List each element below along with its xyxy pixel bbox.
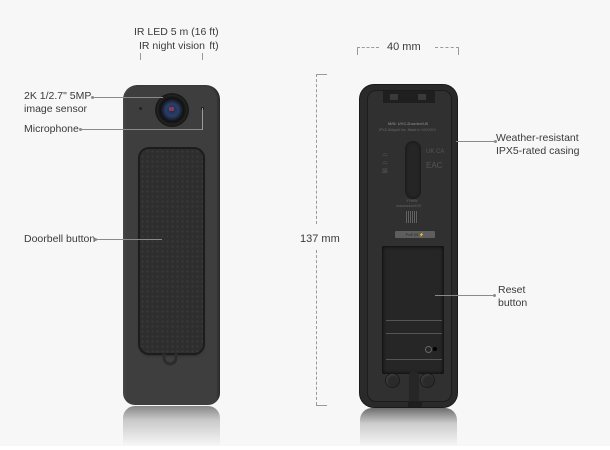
callout-reset-line xyxy=(435,295,495,296)
ir-bracket-left xyxy=(140,52,141,60)
callout-mic-line xyxy=(81,129,203,130)
height-dim-top-dash xyxy=(316,74,317,224)
callout-ir-led-title: IR LED 5 m (16 ft) xyxy=(134,26,219,39)
callout-sensor-line1: 2K 1/2.7" 5MP xyxy=(24,90,92,102)
compliance-subtext: IPX5 Ubiquiti Inc. Made in XXXXXX xyxy=(379,128,436,132)
callout-mic-text: Microphone xyxy=(24,123,79,135)
front-device xyxy=(123,85,220,405)
width-dim-left-dash xyxy=(357,47,379,48)
callout-ir-subtitle-text: IR night vision xyxy=(139,40,205,52)
callout-sensor-dot xyxy=(91,96,94,99)
width-dim-right-dash xyxy=(435,47,459,48)
callout-mic-dot xyxy=(79,128,82,131)
callout-sensor-line2: image sensor xyxy=(24,103,88,115)
callout-casing-dot xyxy=(494,140,497,143)
callout-weather-resistant: Weather-resistant IPX5-rated casing xyxy=(496,132,579,158)
serial-number-text: xxxxxxxxxxXXX xyxy=(396,204,422,208)
height-dimension-text: 137 mm xyxy=(300,233,340,245)
height-dim-top-tick xyxy=(316,74,327,75)
eac-mark: EAC xyxy=(426,161,443,170)
callout-sensor-line xyxy=(93,97,163,98)
callout-button-line xyxy=(96,239,162,240)
reset-button-hole[interactable] xyxy=(433,347,437,351)
back-device-reflection xyxy=(360,408,457,446)
width-dim-left-tick xyxy=(357,47,358,55)
callout-reset-dot xyxy=(493,294,496,297)
wiring-cavity xyxy=(382,246,444,374)
callout-ir-title-text: IR LED 5 m (16 ft) xyxy=(134,26,219,38)
width-dimension-label: 40 mm xyxy=(387,41,421,54)
callout-casing-line2: IPX5-rated casing xyxy=(496,145,580,157)
callout-doorbell-button: Doorbell button xyxy=(24,233,95,246)
callout-reset-line2: button xyxy=(498,297,528,309)
ukca-mark: UK CA xyxy=(426,149,445,155)
callout-mic-vertical xyxy=(202,108,203,130)
callout-image-sensor: 2K 1/2.7" 5MP image sensor xyxy=(24,90,91,116)
back-center-slot xyxy=(405,141,421,199)
model-number-text: M/N: UVC-Doorbell-B xyxy=(388,121,428,126)
doorbell-button-pad xyxy=(140,149,203,353)
ir-sensor-hole-icon xyxy=(139,107,142,110)
mount-clip-left xyxy=(390,94,398,100)
reset-symbol-icon xyxy=(425,346,432,353)
poe-in-label: PoE IN ⚡ xyxy=(395,231,435,238)
height-dim-bottom-dash xyxy=(316,250,317,405)
ir-bracket-right xyxy=(202,52,203,60)
cable-channel xyxy=(409,371,419,407)
back-plate: M/N: UVC-Doorbell-B IPX5 Ubiquiti Inc. M… xyxy=(367,90,452,407)
callout-button-text: Doorbell button xyxy=(24,233,96,245)
callout-casing-line1: Weather-resistant xyxy=(496,132,579,144)
cavity-ridge-2 xyxy=(386,333,442,334)
callout-microphone: Microphone xyxy=(24,123,79,136)
qr-code-icon xyxy=(406,211,418,223)
callout-reset-line1: Reset xyxy=(498,284,526,296)
compliance-marks-right: UK CA EAC xyxy=(426,149,445,170)
date-code-text: YYWW xyxy=(406,199,418,203)
bottom-notch xyxy=(408,401,422,407)
callout-casing-line xyxy=(456,141,496,142)
mount-clip-right xyxy=(418,94,426,100)
cavity-ridge-1 xyxy=(386,320,442,321)
width-dimension-text: 40 mm xyxy=(387,41,421,53)
height-dim-bottom-tick xyxy=(316,405,327,406)
width-dim-right-tick xyxy=(458,47,459,55)
cavity-ridge-3 xyxy=(386,359,442,360)
callout-ir-subtitle: IR night vision xyxy=(134,40,210,53)
callout-button-dot xyxy=(94,238,97,241)
callout-reset-button: Reset button xyxy=(498,284,527,310)
screw-boss-right xyxy=(421,374,434,387)
screw-boss-left xyxy=(386,374,399,387)
compliance-marks-left-icon: ⌓⌓⊠ xyxy=(382,151,388,175)
lens-glint xyxy=(169,107,174,111)
front-device-reflection xyxy=(123,406,220,446)
back-device: M/N: UVC-Doorbell-B IPX5 Ubiquiti Inc. M… xyxy=(360,85,457,407)
ubiquiti-logo-icon xyxy=(162,352,178,366)
height-dimension-label: 137 mm xyxy=(300,233,340,246)
